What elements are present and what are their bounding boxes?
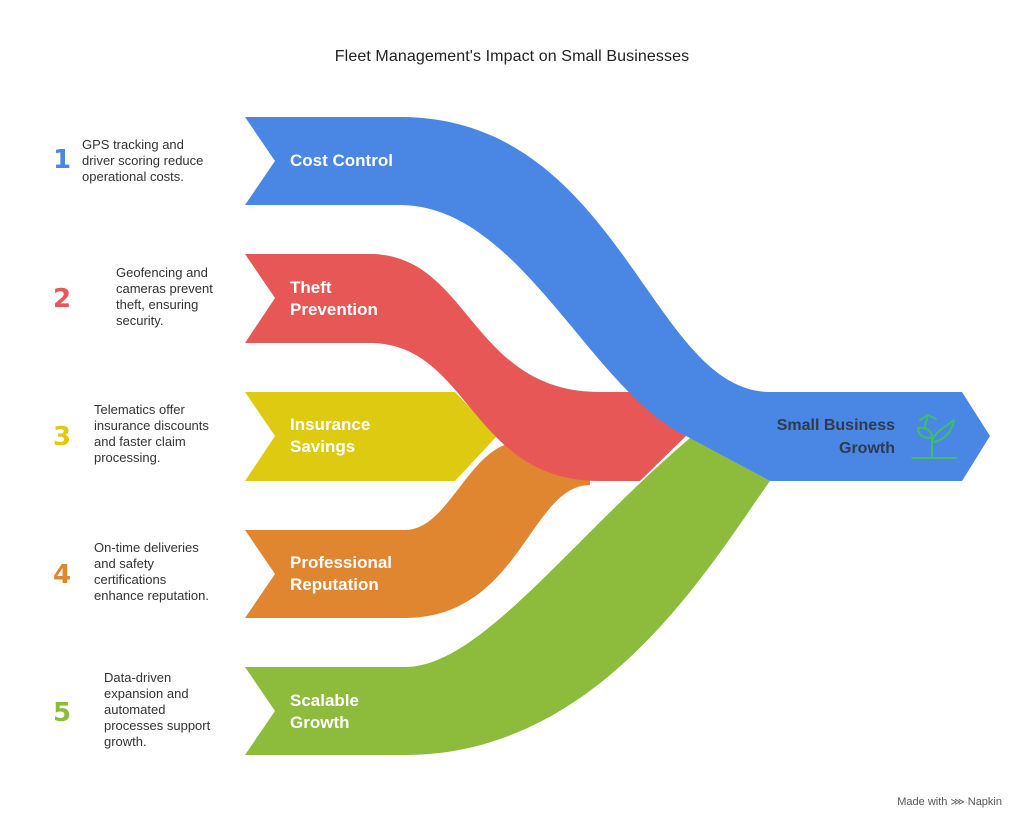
step-label-cost-control: Cost Control [290, 151, 393, 170]
step-number-5: 5 [52, 698, 72, 728]
ribbon-scalable-growth [245, 438, 770, 755]
step-number-4: 4 [52, 560, 72, 590]
step-label-insurance-savings: Insurance Savings [290, 415, 371, 456]
growth-plant-icon [911, 414, 957, 459]
step-description-1: GPS tracking and driver scoring reduce o… [82, 137, 204, 184]
step-number-3: 3 [52, 422, 72, 452]
step-number-2: 2 [52, 284, 72, 314]
ribbon-professional-reputation [245, 442, 590, 618]
step-label-professional-reputation: Professional Reputation [290, 553, 393, 594]
goal-label: Small Business Growth [776, 417, 895, 457]
step-number-1: 1 [52, 145, 72, 175]
step-label-scalable-growth: Scalable Growth [290, 691, 359, 732]
made-with-credit[interactable]: Made with ⋙ Napkin [897, 796, 1002, 808]
ribbon-cost-control [245, 117, 990, 481]
step-description-5: Data-driven expansion and automated proc… [104, 670, 211, 749]
napkin-logo-icon: ⋙ [950, 797, 965, 808]
step-description-3: Telematics offer insurance discounts and… [94, 402, 209, 465]
ribbon-insurance-savings [245, 392, 497, 481]
ribbon-theft-prevention [245, 254, 686, 481]
page-title: Fleet Management's Impact on Small Busin… [334, 48, 690, 65]
step-label-theft-prevention: Theft Prevention [290, 278, 378, 319]
step-description-4: On-time deliveries and safety certificat… [94, 540, 209, 603]
step-description-2: Geofencing and cameras prevent theft, en… [116, 265, 213, 328]
